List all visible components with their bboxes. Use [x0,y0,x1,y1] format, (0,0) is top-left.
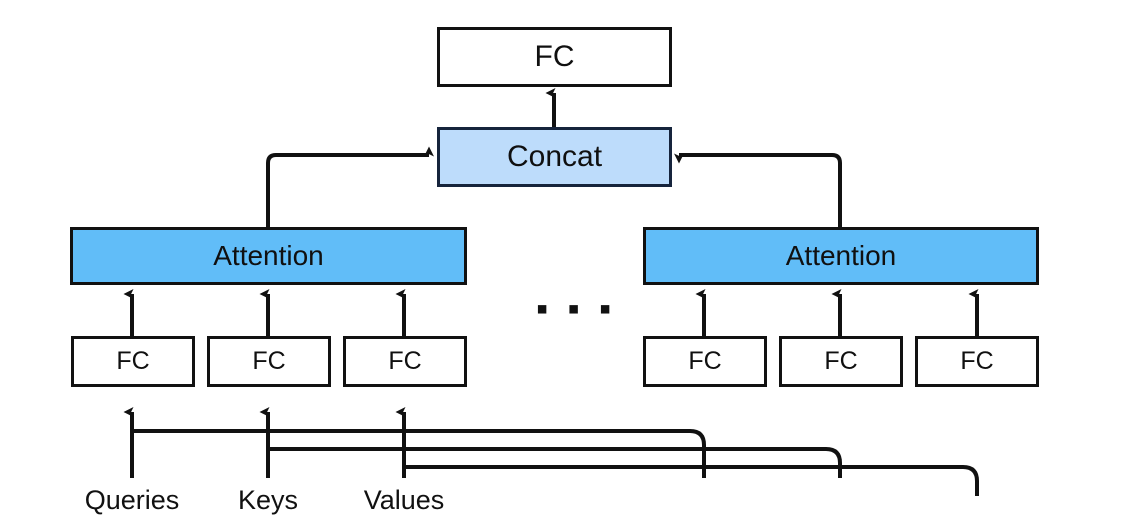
node-fc-right-values[interactable]: FC [915,336,1039,387]
node-fc-left-values[interactable]: FC [343,336,467,387]
node-fc-left-queries-label: FC [116,347,150,375]
node-attention-left[interactable]: Attention [70,227,467,285]
input-label-queries: Queries [84,485,180,515]
node-concat[interactable]: Concat [437,127,672,187]
node-fc-right-queries-label: FC [688,347,722,375]
wire-left-attention-to-concat [266,146,434,227]
input-label-keys: Keys [237,485,299,515]
node-fc-left-keys[interactable]: FC [207,336,331,387]
wire-queries-branch [132,429,706,478]
node-output-fc[interactable]: FC [437,27,672,87]
node-attention-left-label: Attention [213,240,324,271]
wire-right-attention-to-concat [674,153,842,227]
input-label-values: Values [363,485,445,515]
node-fc-right-values-label: FC [960,347,994,375]
heads-ellipsis: ▪ ▪ ▪ [536,290,617,328]
node-output-fc-label: FC [534,40,575,73]
node-fc-right-keys-label: FC [824,347,858,375]
node-fc-left-queries[interactable]: FC [71,336,195,387]
node-fc-left-values-label: FC [388,347,422,375]
node-fc-right-queries[interactable]: FC [643,336,767,387]
node-fc-right-keys[interactable]: FC [779,336,903,387]
node-concat-label: Concat [506,140,603,173]
node-attention-right-label: Attention [785,240,897,271]
node-fc-left-keys-label: FC [252,347,286,375]
wire-keys-branch [268,447,842,478]
node-attention-right[interactable]: Attention [643,227,1039,285]
